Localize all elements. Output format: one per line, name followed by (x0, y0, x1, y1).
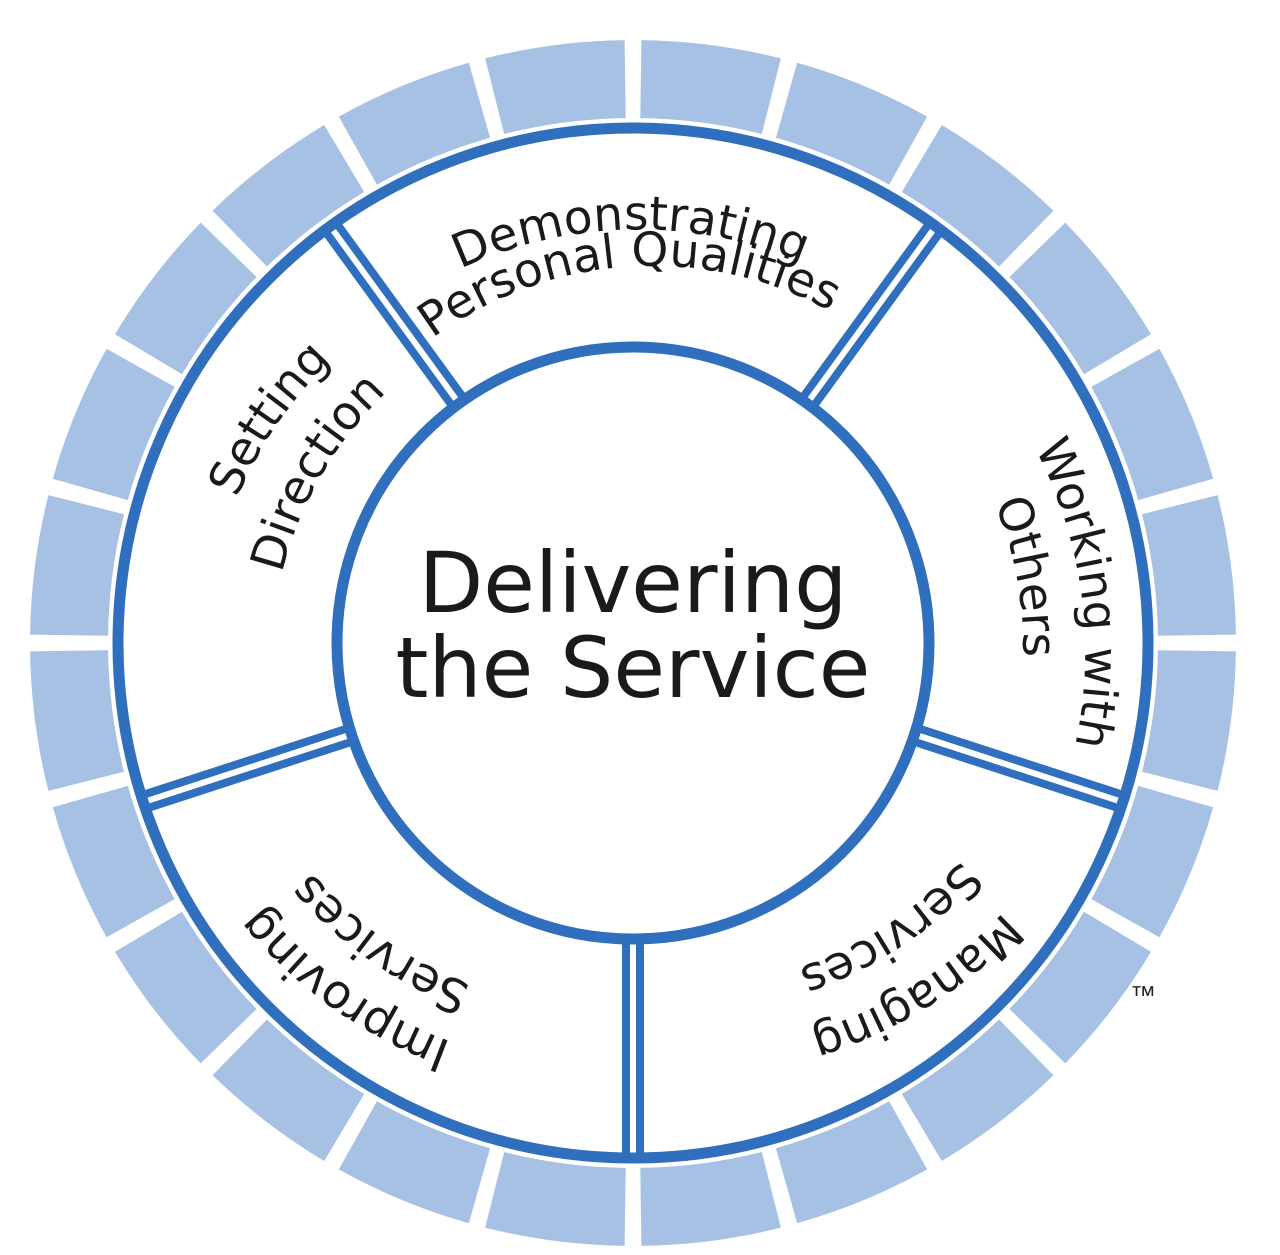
segment-divider-line (146, 738, 352, 812)
wheel-outer-border (112, 122, 1154, 1164)
ring-tile (1142, 495, 1236, 636)
center-title-line1: Delivering (419, 534, 848, 632)
ring-tile (485, 40, 626, 134)
ring-tile (775, 1101, 928, 1224)
ring-tile (1142, 650, 1236, 791)
ring-tile (485, 1152, 626, 1246)
ring-tile (1091, 348, 1214, 501)
ring-tile (115, 222, 257, 375)
ring-tile (338, 62, 491, 185)
ring-tile (1091, 785, 1214, 938)
segment-divider-line (800, 222, 932, 399)
ring-tile (1009, 222, 1151, 375)
ring-tile (30, 650, 125, 791)
segment-dividers (142, 222, 1124, 1155)
segment-divider-line (334, 222, 466, 399)
ring-tile (30, 495, 125, 636)
ring-tile (775, 62, 928, 185)
ring-tile (52, 785, 175, 938)
segment-divider-line (142, 725, 347, 799)
ring-tile (1009, 911, 1151, 1064)
segment-divider-line (914, 738, 1120, 812)
outer-ring-tiles (30, 40, 1236, 1246)
ring-tile (338, 1101, 491, 1224)
ring-tile (212, 125, 365, 267)
center-title-line2: the Service (395, 619, 870, 717)
segment-divider-line (919, 725, 1124, 799)
segment-working: Working with Others (983, 430, 1128, 754)
ring-tile (115, 911, 257, 1064)
trademark-symbol: ™ (1130, 980, 1156, 1010)
segment-demonstrating: Demonstrating Personal Qualities (408, 186, 850, 348)
segment-divider-line (811, 230, 943, 407)
ring-tile (640, 1152, 781, 1246)
segment-divider-line (323, 230, 455, 407)
ring-tile (901, 1019, 1054, 1161)
ring-tile (52, 348, 175, 501)
ring-tile (640, 40, 781, 134)
ring-tile (901, 125, 1054, 267)
center-hub (331, 341, 935, 945)
ring-tile (212, 1019, 365, 1161)
